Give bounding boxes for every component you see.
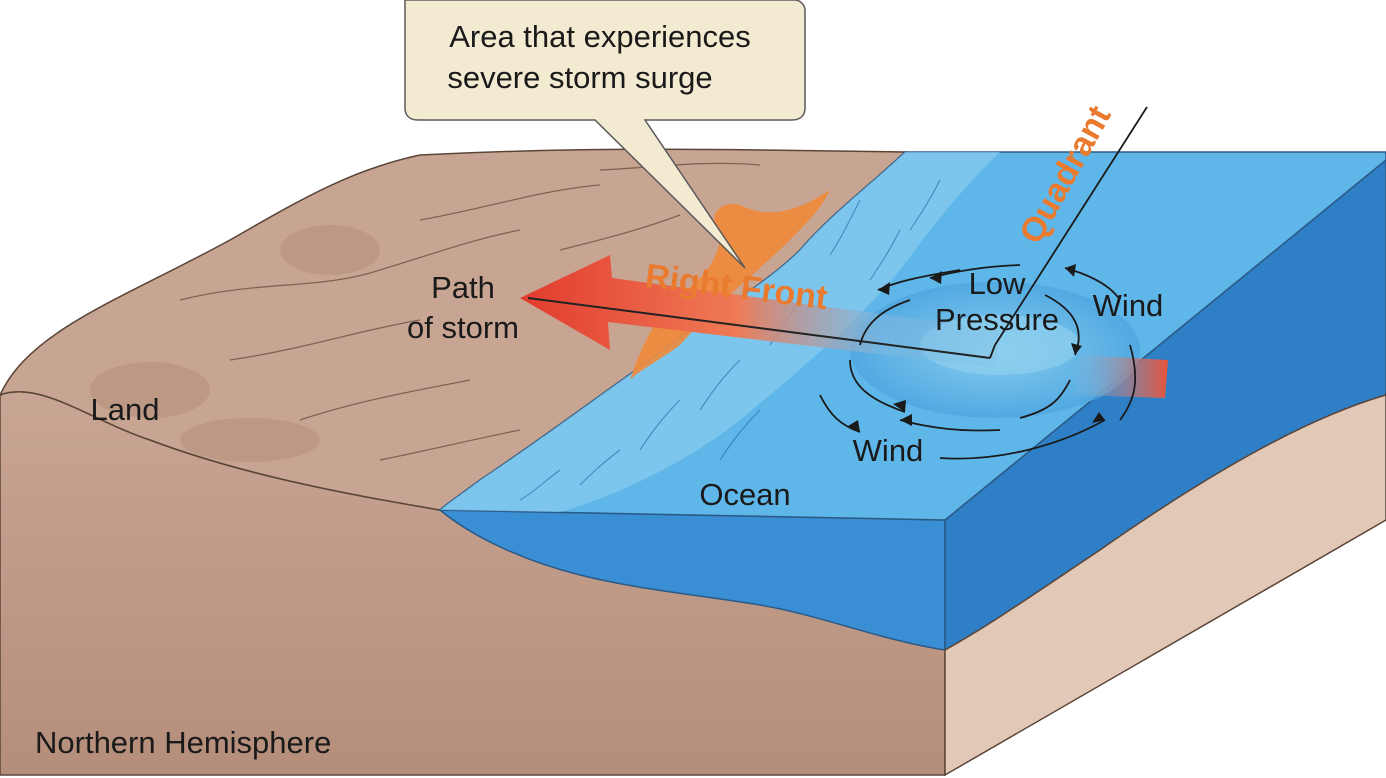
- storm-surge-area: [630, 190, 830, 380]
- path-arrow-tail: [1075, 355, 1168, 398]
- hemisphere-label: Northern Hemisphere: [35, 725, 331, 760]
- low-label: Low: [969, 266, 1026, 301]
- path-centerline: [527, 297, 991, 359]
- land-label: Land: [91, 392, 160, 427]
- quadrant-pointer: [994, 106, 1148, 346]
- wind-label-right: Wind: [1093, 288, 1164, 323]
- path-of-storm-arrow: [520, 255, 1000, 368]
- wind-circulation: [819, 264, 1137, 460]
- wind-label-bottom: Wind: [853, 433, 924, 468]
- land-texture: [179, 162, 761, 461]
- wind-arrowheads: [848, 264, 1105, 432]
- seabed-side: [944, 394, 1386, 777]
- ocean-front-face: [437, 509, 946, 651]
- callout-line2: severe storm surge: [447, 60, 712, 95]
- path-label-line1: Path: [431, 270, 495, 305]
- land-shading: [90, 225, 380, 462]
- wave-texture: [519, 179, 941, 501]
- callout-line1: Area that experiences: [449, 19, 751, 54]
- pressure-label: Pressure: [935, 302, 1059, 337]
- path-label-line2: of storm: [407, 310, 519, 345]
- callout-bubble: [404, 0, 806, 269]
- ocean-label: Ocean: [699, 477, 790, 512]
